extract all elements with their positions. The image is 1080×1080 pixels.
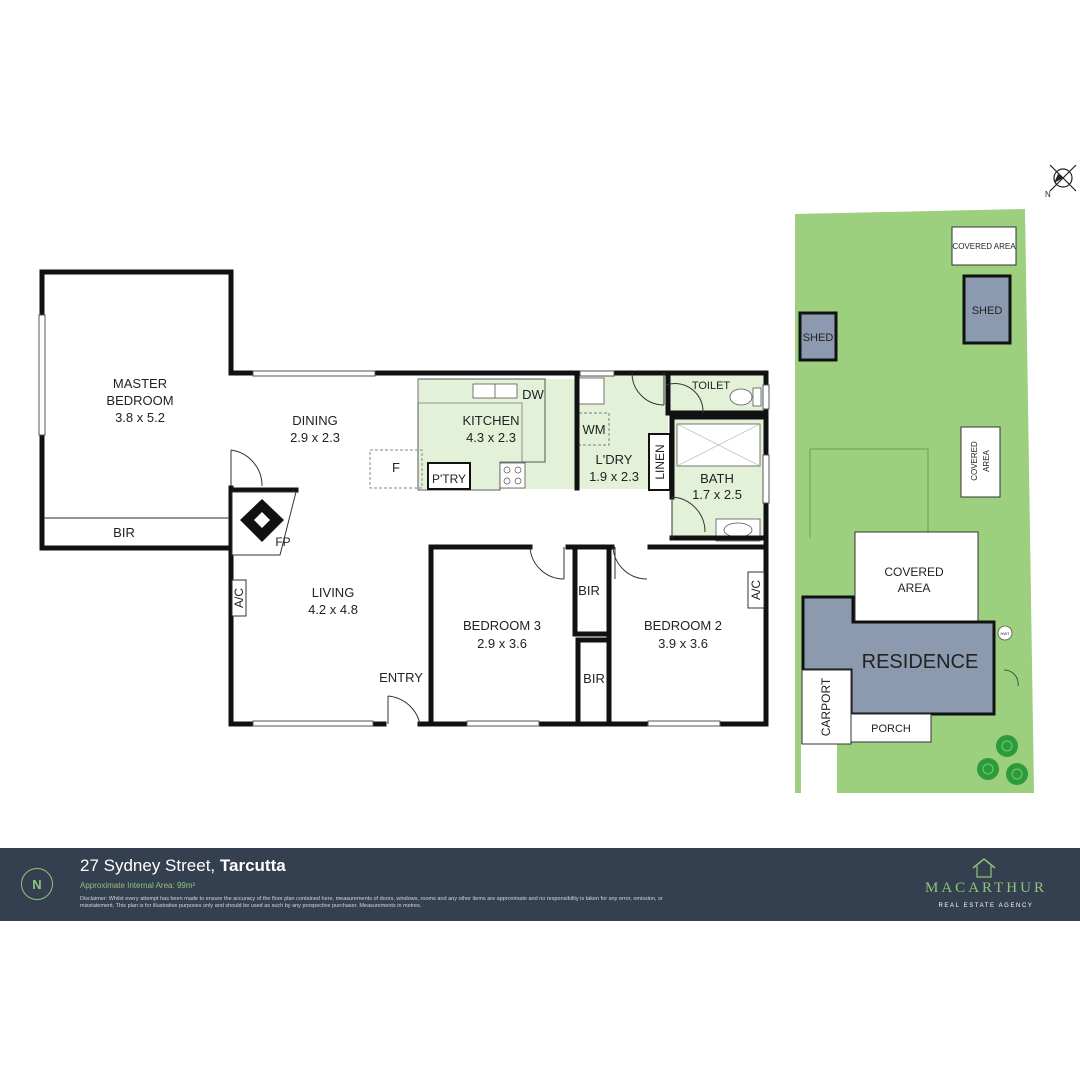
kitchen-bench-inner (417, 379, 523, 463)
hot-water-tank (997, 625, 1013, 641)
address-street: 27 Sydney Street, (80, 856, 216, 875)
doors (230, 372, 706, 725)
house-logo-icon (972, 858, 996, 878)
fridge-label: F (392, 460, 400, 475)
north-compass-icon (1049, 164, 1077, 192)
trees (977, 735, 1028, 785)
north-badge-letter: N (32, 876, 42, 892)
master-bedroom-name-1: MASTER (113, 376, 167, 391)
carport (801, 669, 852, 745)
bedroom2-size: 3.9 x 3.6 (658, 636, 708, 651)
fridge-space (369, 449, 423, 489)
internal-area: Approximate Internal Area: 99m² (80, 881, 195, 890)
bath-name: BATH (700, 471, 734, 486)
living-size: 4.2 x 4.8 (308, 602, 358, 617)
walls (39, 269, 769, 727)
residence-label: RESIDENCE (862, 651, 979, 673)
site-plan: COVERED AREA SHED SHED COVERED AREA COVE… (795, 164, 1077, 793)
hwt-label: HWT (1000, 631, 1010, 636)
kitchen-size: 4.3 x 2.3 (466, 430, 516, 445)
property-address: 27 Sydney Street, Tarcutta (80, 856, 286, 876)
yard-outline (809, 448, 929, 538)
laundry-size: 1.9 x 2.3 (589, 469, 639, 484)
covered-area-main-label-2: AREA (898, 581, 931, 595)
master-bedroom-name-2: BEDROOM (106, 393, 173, 408)
shed-left-label: SHED (803, 332, 834, 344)
living-name: LIVING (312, 585, 355, 600)
shed-right (962, 274, 1012, 345)
living-ac-label: A/C (232, 588, 246, 608)
cooktop-icon (499, 462, 526, 489)
brand-name: MACARTHUR (925, 880, 1047, 896)
bedroom3-name: BEDROOM 3 (463, 618, 541, 633)
laundry-name: L'DRY (596, 452, 633, 467)
area-label: Approximate Internal Area: (80, 881, 175, 890)
side-door (1003, 669, 1019, 687)
north-badge-icon: N (21, 868, 53, 900)
toilet-icon (729, 388, 753, 406)
covered-area-main (854, 531, 979, 623)
floor-plan: MASTER BEDROOM 3.8 x 5.2 BIR DINING 2.9 … (38, 269, 770, 727)
covered-area-mid-label-2: AREA (982, 449, 991, 471)
toilet-label: TOILET (692, 380, 731, 392)
footer-bar (0, 848, 1080, 921)
dining-size: 2.9 x 2.3 (290, 430, 340, 445)
carport-label: CARPORT (819, 677, 833, 736)
fireplace-label: FP (275, 535, 290, 549)
bed2-ac-unit (747, 571, 765, 609)
porch (850, 713, 932, 743)
bir-upper-label: BIR (578, 583, 600, 598)
bedroom3-size: 2.9 x 3.6 (477, 636, 527, 651)
dining-name: DINING (292, 413, 338, 428)
covered-area-top (951, 226, 1017, 266)
address-suburb: Tarcutta (219, 856, 286, 875)
covered-area-mid-label-1: COVERED (970, 441, 979, 481)
bedroom2-name: BEDROOM 2 (644, 618, 722, 633)
disclaimer-text: Disclaimer: Whilst every attempt has bee… (80, 896, 663, 909)
driveway (801, 744, 837, 793)
kitchen-name: KITCHEN (462, 413, 519, 428)
laundry-tub-icon (577, 377, 605, 405)
master-bir-label: BIR (113, 525, 135, 540)
pantry-box (427, 462, 471, 490)
shed-right-label: SHED (972, 305, 1003, 317)
bed2-ac-label: A/C (749, 580, 763, 600)
covered-area-main-label-1: COVERED (884, 565, 944, 579)
bath-size: 1.7 x 2.5 (692, 487, 742, 502)
dishwasher-label: DW (522, 387, 544, 402)
entry-label: ENTRY (379, 670, 423, 685)
washing-machine-label: WM (582, 422, 605, 437)
compass-letter: N (1045, 190, 1051, 199)
linen-label: LINEN (653, 444, 667, 479)
pantry-label: P'TRY (432, 472, 466, 486)
master-bedroom-size: 3.8 x 5.2 (115, 410, 165, 425)
brand-tagline: REAL ESTATE AGENCY (938, 903, 1034, 909)
shed-left (798, 311, 838, 362)
area-value: 99m² (176, 881, 196, 890)
windows (38, 314, 770, 727)
porch-label: PORCH (871, 723, 911, 735)
bir-lower-label: BIR (583, 671, 605, 686)
living-ac-unit (231, 579, 247, 617)
covered-area-top-label: COVERED AREA (952, 242, 1016, 251)
covered-area-mid (960, 426, 1001, 498)
